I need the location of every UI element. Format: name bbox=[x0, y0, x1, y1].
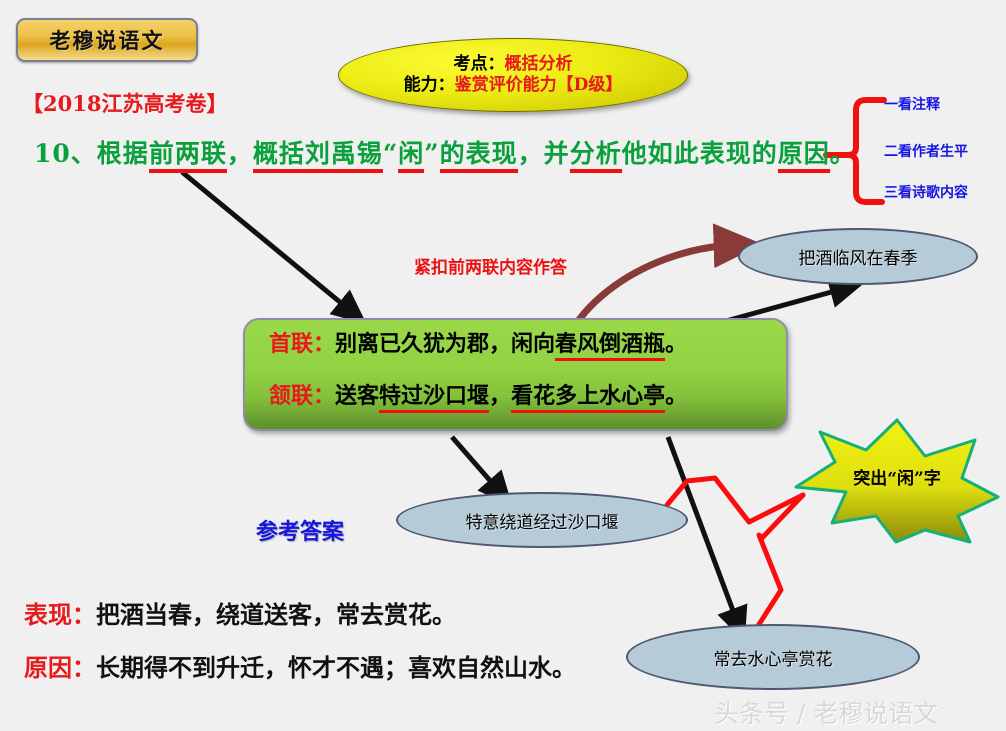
poem-line-second-underline-1: 特过沙口堰 bbox=[379, 383, 490, 413]
keypoint-point-label: 考点： bbox=[453, 54, 505, 75]
question-underline-2: 概括刘禹锡 bbox=[252, 139, 383, 173]
answer-row-reason-text: 长期得不到升迁，怀才不遇；喜欢自然山水。 bbox=[96, 653, 576, 682]
brand-title-label: 老穆说语文 bbox=[49, 28, 165, 53]
question-line: 10、根据前两联，概括刘禹锡“闲”的表现，并分析他如此表现的原因。 bbox=[34, 134, 856, 173]
poem-line-first-tag: 首联： bbox=[269, 331, 336, 357]
question-part-7: 。 bbox=[829, 139, 856, 168]
ellipse-detour-route: 特意绕道经过沙口堰 bbox=[396, 492, 688, 548]
answer-row-reason: 原因：长期得不到升迁，怀才不遇；喜欢自然山水。 bbox=[24, 648, 576, 683]
brace-item-author: 二看作者生平 bbox=[884, 144, 968, 160]
arrow-poem-to-detour bbox=[450, 435, 513, 507]
answer-row-performance-tag: 表现： bbox=[24, 600, 96, 629]
question-part-1: 根据 bbox=[96, 139, 149, 168]
ellipse-spring-label: 把酒临风在春季 bbox=[798, 249, 918, 269]
keypoint-ellipse: 考点：概括分析 能力：鉴赏评价能力【D级】 bbox=[338, 38, 688, 112]
brace-item-content: 三看诗歌内容 bbox=[884, 185, 968, 201]
arrow-question-to-poem bbox=[180, 170, 367, 325]
question-underline-1: 前两联 bbox=[148, 139, 227, 173]
poem-line-second-b: ， bbox=[489, 383, 512, 409]
brace-item-annotation: 一看注释 bbox=[884, 97, 940, 113]
question-underline-4: 的表现 bbox=[439, 139, 518, 173]
poem-line-second-underline-2: 看花多上水心亭 bbox=[511, 383, 666, 413]
watermark: 头条号 / 老穆说语文 bbox=[714, 699, 939, 728]
question-underline-6: 原因 bbox=[777, 139, 830, 173]
keypoint-ability-value: 鉴赏评价能力【D级】 bbox=[454, 74, 623, 95]
question-underline-5: 分析 bbox=[569, 139, 622, 173]
star-callout-label: 突出“闲”字 bbox=[853, 469, 941, 489]
brand-title-button[interactable]: 老穆说语文 bbox=[16, 18, 198, 62]
keypoint-row-ability: 能力：鉴赏评价能力【D级】 bbox=[403, 74, 623, 95]
ellipse-flower-viewing: 常去水心亭赏花 bbox=[626, 624, 920, 690]
poem-line-first-underline: 春风倒酒瓶 bbox=[555, 331, 666, 361]
ellipse-spring-drinking: 把酒临风在春季 bbox=[738, 228, 978, 285]
exam-source-label: 【2018江苏高考卷】 bbox=[22, 91, 228, 116]
curve-arrow-caption: 紧扣前两联内容作答 bbox=[414, 258, 567, 278]
answer-row-performance: 表现：把酒当春，绕道送客，常去赏花。 bbox=[24, 595, 456, 630]
question-part-3: “ bbox=[382, 139, 399, 168]
reference-answer-label: 参考答案 bbox=[256, 519, 345, 545]
star-callout: 突出“闲”字 bbox=[796, 420, 998, 542]
question-part-2: ， bbox=[226, 139, 253, 168]
poem-line-first: 首联：别离已久犹为郡，闲向春风倒酒瓶。 bbox=[245, 331, 786, 361]
poem-line-second-a: 送客 bbox=[335, 383, 380, 409]
keypoint-point-value: 概括分析 bbox=[504, 54, 573, 75]
keypoint-ability-label: 能力： bbox=[403, 74, 455, 95]
answer-row-reason-tag: 原因： bbox=[24, 653, 96, 682]
arrow-poem-to-flowers bbox=[665, 436, 748, 642]
answer-row-performance-text: 把酒当春，绕道送客，常去赏花。 bbox=[96, 600, 456, 629]
question-number: 10、 bbox=[34, 139, 97, 168]
poem-line-first-b: 。 bbox=[665, 331, 688, 357]
question-part-5: ，并 bbox=[517, 139, 570, 168]
keypoint-row-point: 考点：概括分析 bbox=[454, 55, 573, 74]
ellipse-flowers-label: 常去水心亭赏花 bbox=[713, 649, 833, 670]
question-underline-3: 闲 bbox=[398, 139, 425, 173]
poem-line-second: 颔联：送客特过沙口堰，看花多上水心亭。 bbox=[245, 383, 786, 413]
poem-line-first-a: 别离已久犹为郡，闲向 bbox=[335, 331, 556, 357]
poem-box: 首联：别离已久犹为郡，闲向春风倒酒瓶。 颔联：送客特过沙口堰，看花多上水心亭。 bbox=[243, 318, 788, 431]
red-connector-star bbox=[664, 475, 806, 632]
ellipse-detour-label: 特意绕道经过沙口堰 bbox=[465, 512, 619, 533]
question-part-4: ” bbox=[424, 139, 440, 168]
poem-line-second-tag: 颔联： bbox=[269, 383, 336, 409]
poem-line-second-c: 。 bbox=[665, 383, 688, 409]
question-part-6: 他如此表现的 bbox=[621, 139, 778, 168]
